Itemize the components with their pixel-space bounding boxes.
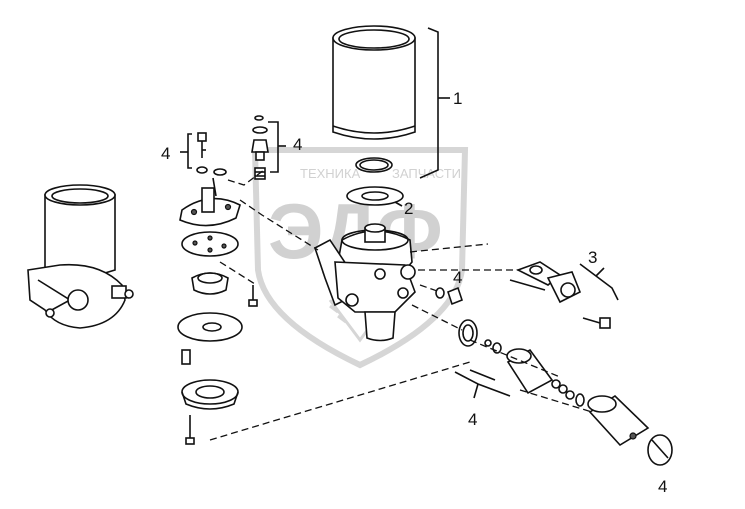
- callout-bracket-4d: [454, 369, 511, 399]
- callout-4-top: 4: [293, 135, 302, 154]
- callout-bracket-4a: [180, 133, 192, 169]
- callout-4-fitting: 4: [453, 268, 462, 287]
- watermark-text-left: ТЕХНИКА: [300, 166, 361, 181]
- assembly-lines: [209, 169, 593, 441]
- dryer-body-drawing: [314, 223, 416, 342]
- callout-3: 3: [588, 248, 597, 267]
- callout-bracket-3: [579, 263, 619, 301]
- watermark-text-right: ЗАПЧАСТИ: [392, 166, 461, 181]
- callout-4-ring: 4: [658, 477, 667, 496]
- fitting-parts: [435, 286, 463, 306]
- left-column-parts: [177, 132, 258, 445]
- filter-cartridge-drawing: [332, 25, 416, 140]
- callout-2: 2: [404, 199, 413, 218]
- seal-ring-drawing: [346, 157, 404, 207]
- callout-bracket-4b: [268, 121, 286, 173]
- assembled-unit-drawing: [27, 184, 134, 329]
- small-valve-stack: [251, 115, 269, 180]
- callout-4-heater: 4: [468, 410, 477, 429]
- unloader-valve-drawing: [509, 261, 611, 329]
- heater-parts-drawing: [458, 319, 673, 466]
- callout-1: 1: [453, 89, 462, 108]
- callout-bracket-1: [419, 27, 450, 179]
- callout-4-left: 4: [161, 144, 170, 163]
